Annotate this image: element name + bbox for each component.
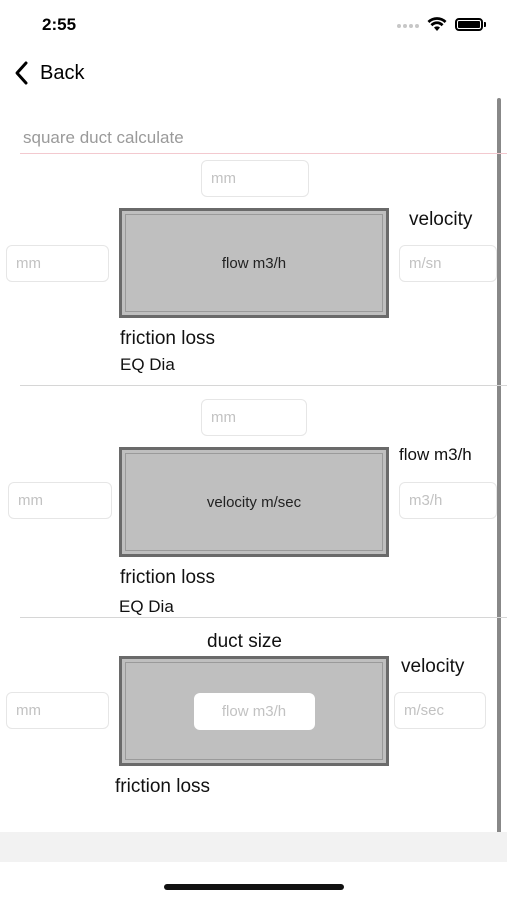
section1-duct-diagram: flow m3/h — [119, 208, 389, 318]
section3-velocity-label: velocity — [401, 656, 465, 677]
title-underline — [20, 153, 507, 154]
section1-velocity-label: velocity — [409, 209, 473, 230]
chevron-left-icon — [15, 61, 28, 85]
back-label: Back — [40, 61, 85, 84]
section2-height-input[interactable]: mm — [201, 399, 307, 436]
section2-width-input[interactable]: mm — [8, 482, 112, 519]
scroll-indicator[interactable] — [497, 98, 501, 846]
section-divider — [20, 617, 507, 618]
cellular-signal-icon — [397, 24, 419, 28]
section2-flow-label: flow m3/h — [399, 445, 472, 464]
section1-velocity-input[interactable]: m/sn — [399, 245, 497, 282]
section1-flow-result: flow m3/h — [221, 254, 287, 272]
bottom-band — [0, 832, 507, 862]
section3-duct-size-label: duct size — [207, 631, 282, 652]
section1-eq-dia: EQ Dia — [120, 355, 175, 374]
status-time: 2:55 — [42, 15, 77, 34]
section2-velocity-result: velocity m/sec — [206, 493, 302, 511]
battery-tip — [484, 22, 486, 27]
home-indicator[interactable] — [164, 884, 344, 890]
section2-friction-loss: friction loss — [120, 567, 216, 588]
section-divider — [20, 385, 507, 386]
section3-velocity-input[interactable]: m/sec — [394, 692, 486, 729]
section2-eq-dia: EQ Dia — [119, 597, 174, 616]
section3-friction-loss: friction loss — [115, 776, 211, 797]
section1-friction-loss: friction loss — [120, 328, 216, 349]
section3-width-input[interactable]: mm — [6, 692, 109, 729]
section1-height-input[interactable]: mm — [201, 160, 309, 197]
battery-icon — [455, 18, 483, 31]
section2-duct-diagram: velocity m/sec — [119, 447, 389, 557]
wifi-icon — [427, 17, 447, 31]
section3-flow-input[interactable]: flow m3/h — [193, 692, 315, 730]
page-title: square duct calculate — [23, 128, 184, 147]
back-button[interactable]: Back — [12, 60, 84, 86]
section1-width-input[interactable]: mm — [6, 245, 109, 282]
section3-duct-diagram: flow m3/h — [119, 656, 389, 766]
section2-flow-input[interactable]: m3/h — [399, 482, 497, 519]
